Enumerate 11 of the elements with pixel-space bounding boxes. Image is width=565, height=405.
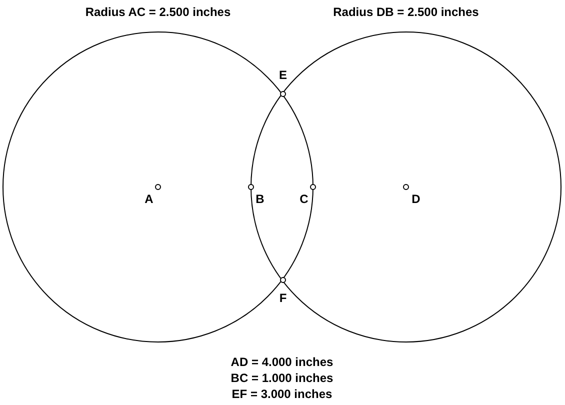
point-label: E bbox=[279, 68, 287, 82]
point-label: F bbox=[279, 291, 287, 305]
measurement-text: EF = 3.000 inches bbox=[232, 387, 332, 401]
point-label: D bbox=[412, 192, 420, 206]
measurement-text: AD = 4.000 inches bbox=[230, 355, 334, 369]
point-label: B bbox=[256, 192, 264, 206]
point-label: A bbox=[144, 192, 154, 206]
radius-label: Radius DB = 2.500 inches bbox=[332, 5, 480, 19]
radius-label: Radius AC = 2.500 inches bbox=[84, 5, 232, 19]
point-label: C bbox=[300, 192, 308, 206]
measurement-text: BC = 1.000 inches bbox=[230, 371, 334, 385]
